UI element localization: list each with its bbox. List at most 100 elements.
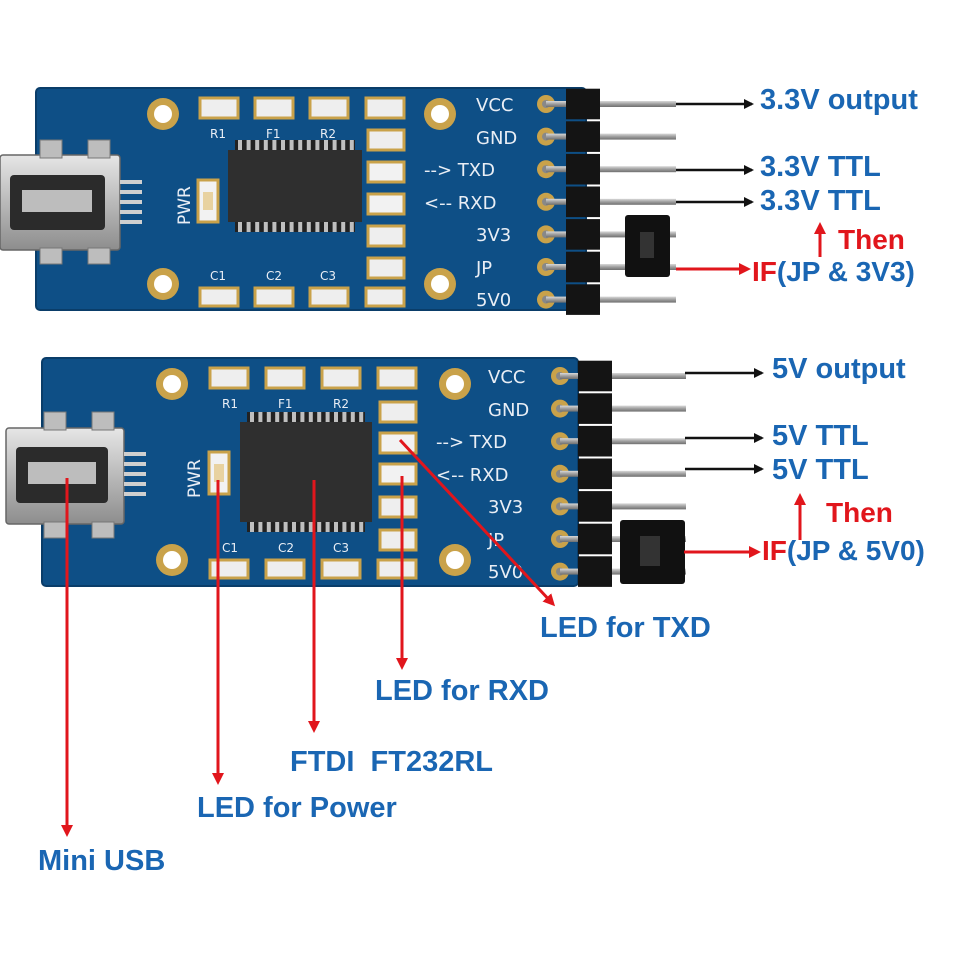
chip-leg [275, 412, 280, 422]
chip-leg [349, 140, 354, 150]
mini-usb-connector-2 [5, 411, 146, 539]
chip-leg [350, 522, 355, 532]
silk-f1: F1 [266, 127, 281, 141]
chip-leg [317, 522, 322, 532]
header-block [578, 556, 612, 587]
chip-leg [308, 412, 313, 422]
chip-leg [246, 140, 251, 150]
label-then-2: Then [826, 497, 893, 528]
label-rxd-5v-ttl: 5V TTL [772, 454, 869, 486]
if-condition: (JP & 3V3) [776, 256, 915, 287]
header-pin[interactable] [612, 503, 686, 510]
chip-leg [306, 140, 311, 150]
silk-r1: R1 [222, 397, 238, 411]
if-word: IF [752, 256, 777, 287]
pin-label-3v3: 3V3 [488, 497, 523, 518]
pin-label-txd: --> TXD [424, 160, 495, 181]
chip-leg [272, 222, 277, 232]
ftdi-chip-2 [240, 412, 372, 532]
chip-leg [238, 140, 242, 150]
chip-leg [342, 412, 347, 422]
chip-leg [306, 222, 311, 232]
silk-c2: C2 [266, 269, 282, 283]
board-1: PWR R1 F1 R2 [0, 87, 676, 315]
smd-top-row [208, 366, 418, 390]
header-block [578, 393, 612, 424]
header-pin[interactable] [600, 296, 676, 303]
smd-right-column [378, 400, 418, 552]
pwr-silk-label: PWR [175, 186, 195, 225]
header-block [578, 523, 612, 555]
pwr-silk-label: PWR [185, 459, 205, 498]
pin-label-txd: --> TXD [436, 432, 507, 453]
ftdi-chip-1 [228, 140, 362, 232]
header-pin[interactable] [600, 166, 676, 173]
chip-leg [334, 412, 338, 422]
header-block [566, 153, 600, 185]
capacitor-row [208, 558, 418, 580]
silk-c1: C1 [222, 541, 238, 555]
silk-c2: C2 [278, 541, 294, 555]
label-then-1: Then [838, 224, 905, 255]
header-pin[interactable] [612, 405, 686, 412]
label-txd-3v3-ttl: 3.3V TTL [760, 151, 881, 183]
chip-leg [289, 140, 294, 150]
silk-r2: R2 [320, 127, 336, 141]
chip-leg [298, 140, 303, 150]
chip-leg [342, 522, 347, 532]
chip-leg [283, 522, 288, 532]
chip-leg [255, 140, 260, 150]
pin-label-gnd: GND [476, 128, 517, 149]
chip-leg [292, 522, 296, 532]
pin-label-vcc: VCC [488, 367, 525, 388]
chip-leg [359, 522, 364, 532]
chip-leg [325, 412, 330, 422]
chip-leg [258, 412, 263, 422]
header-block [566, 284, 600, 315]
chip-leg [300, 412, 305, 422]
chip-leg [246, 222, 251, 232]
chip-leg [324, 222, 328, 232]
pin-labels-1: VCC GND --> TXD <-- RXD 3V3 JP 5V0 [424, 95, 517, 311]
chip-leg [281, 222, 285, 232]
header-pin[interactable] [600, 101, 676, 107]
label-if-condition-1: IF(JP & 3V3) [752, 256, 915, 288]
header-pin[interactable] [600, 198, 676, 205]
silk-f1: F1 [278, 397, 293, 411]
header-pin[interactable] [612, 373, 686, 379]
chip-leg [258, 522, 263, 532]
chip-leg [289, 222, 294, 232]
pin-label-3v3: 3V3 [476, 225, 511, 246]
chip-leg [350, 412, 355, 422]
label-if-condition-2: IF(JP & 5V0) [762, 535, 925, 567]
smd-top-row [198, 96, 406, 120]
chip-leg [292, 412, 296, 422]
chip-leg [325, 522, 330, 532]
header-pin[interactable] [612, 470, 686, 477]
silk-r1: R1 [210, 127, 226, 141]
chip-leg [332, 140, 337, 150]
header-pin[interactable] [612, 438, 686, 445]
header-block [578, 491, 612, 522]
chip-leg [324, 140, 328, 150]
header-block [578, 360, 612, 392]
chip-leg [266, 522, 271, 532]
chip-leg [283, 412, 288, 422]
chip-leg [308, 522, 313, 532]
callout-led-for-power: LED for Power [197, 792, 397, 824]
header-block [578, 458, 612, 490]
pin-label-jp: JP [475, 258, 492, 279]
silk-c1: C1 [210, 269, 226, 283]
label-rxd-3v3-ttl: 3.3V TTL [760, 185, 881, 217]
chip-leg [238, 222, 242, 232]
chip-leg [349, 222, 354, 232]
board-2: PWR R1 F1 R2 [5, 357, 686, 587]
header-pin[interactable] [600, 133, 676, 140]
silk-c3: C3 [333, 541, 349, 555]
mini-usb-connector-1 [0, 139, 142, 265]
pin-label-5v0: 5V0 [488, 562, 523, 583]
header-block [566, 88, 600, 120]
label-txd-5v-ttl: 5V TTL [772, 420, 869, 452]
chip-leg [334, 522, 338, 532]
pin-label-vcc: VCC [476, 95, 513, 116]
